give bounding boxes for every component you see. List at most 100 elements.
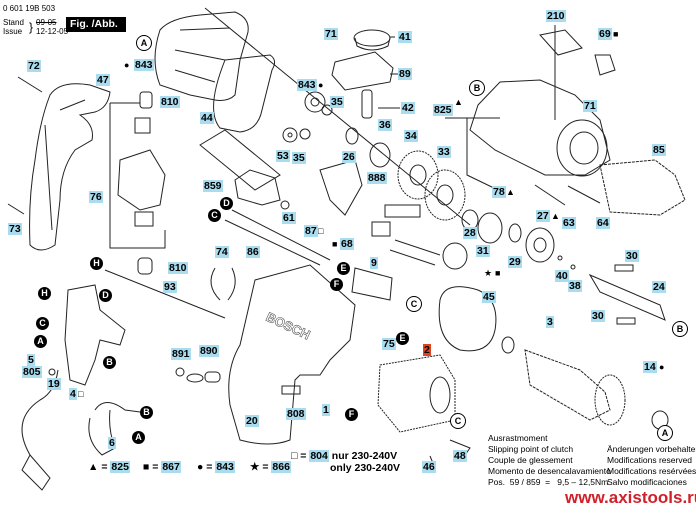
part-label: 19: [47, 378, 61, 390]
star-marker: ★: [484, 268, 493, 278]
part-label: 26: [342, 151, 356, 163]
part-label: 28: [463, 227, 477, 239]
part-label: 40: [555, 270, 569, 282]
part-label: 75: [382, 338, 396, 350]
part-label: 6: [108, 437, 116, 449]
gear-33-part: [424, 169, 466, 221]
legend-star: ★ = 866: [250, 461, 291, 473]
callout-c: C: [406, 296, 422, 312]
gear-housing-front-part: [469, 79, 611, 176]
part-label: 31: [476, 245, 490, 257]
part-label: 73: [8, 223, 22, 235]
motor-housing-part: [228, 264, 356, 445]
callout-c: C: [208, 209, 221, 222]
part-label: 47: [96, 74, 110, 86]
callout-a: A: [132, 431, 145, 444]
part-label: 27: [536, 210, 550, 222]
dot-marker: ●: [659, 362, 665, 372]
callout-d: D: [99, 289, 112, 302]
part-label: 68: [340, 238, 354, 250]
stand-label: Stand: [3, 18, 24, 27]
legend-triangle: ▲ = 825: [88, 461, 130, 473]
dot-marker: ●: [124, 60, 130, 70]
part-label: 34: [404, 130, 418, 142]
callout-f: F: [345, 408, 358, 421]
part-label: 76: [89, 191, 103, 203]
figure-title: Fig. /Abb. 1: [66, 17, 126, 45]
callout-a: A: [657, 425, 673, 441]
part-label: 89: [398, 68, 412, 80]
part-label: 35: [292, 152, 306, 164]
part-label: 29: [508, 256, 522, 268]
part-label: 5: [27, 354, 35, 366]
part-label: 72: [27, 60, 41, 72]
old-date: 09-05: [36, 18, 57, 27]
open-square-marker: □: [318, 226, 324, 236]
part-number: 0 601 19B 503: [3, 4, 56, 13]
part-label: 33: [437, 146, 451, 158]
callout-e: E: [396, 332, 409, 345]
part-label: 4: [69, 388, 77, 400]
svg-text:BOSCH: BOSCH: [264, 309, 313, 342]
modifications-note: Änderungen vorbehalten Modifications res…: [607, 444, 696, 487]
part-label: 3: [546, 316, 554, 328]
brace: }: [29, 20, 34, 34]
part-label: 825: [433, 104, 453, 116]
callout-b: B: [140, 406, 153, 419]
part-label: 41: [398, 31, 412, 43]
part-label: 87: [304, 225, 318, 237]
part-label: 20: [245, 415, 259, 427]
callout-c: C: [36, 317, 49, 330]
part-label: 38: [568, 280, 582, 292]
gear-housing-part: [154, 11, 249, 101]
part-label: 808: [286, 408, 306, 420]
part-label: 86: [246, 246, 260, 258]
gear-34-part: [397, 150, 439, 200]
open-square-icon: □: [291, 450, 298, 462]
dot-marker: ●: [318, 80, 324, 90]
callout-b: B: [672, 321, 688, 337]
legend-square: ■ = 867: [143, 461, 181, 473]
switch-part: [64, 284, 126, 386]
star-icon: ★: [250, 461, 260, 473]
callout-e: E: [337, 262, 350, 275]
part-label: 890: [199, 345, 219, 357]
part-label-highlighted: 2: [423, 344, 431, 356]
stator-part: [377, 354, 456, 433]
square-marker: ■: [495, 268, 501, 278]
part-label: 69: [598, 28, 612, 40]
handle-part: [29, 83, 111, 251]
part-label: 42: [401, 102, 415, 114]
part-label: 63: [562, 217, 576, 229]
callout-h: H: [38, 287, 51, 300]
watermark-url: www.axistools.ru: [565, 488, 696, 507]
part-label: 843: [297, 79, 317, 91]
part-label: 888: [367, 172, 387, 184]
legend-dot: ● = 843: [197, 461, 235, 473]
issue-date: 12-12-05: [36, 27, 69, 36]
part-label: 53: [276, 150, 290, 162]
callout-d: D: [220, 197, 233, 210]
part-label: 45: [482, 291, 496, 303]
chuck-part: [599, 159, 686, 216]
square-icon: ■: [143, 461, 150, 473]
triangle-marker: ▲: [454, 97, 463, 107]
part-label: 46: [422, 461, 436, 473]
part-label: 810: [160, 96, 180, 108]
callout-f: F: [330, 278, 343, 291]
part-label: 61: [282, 212, 296, 224]
part-label: 843: [134, 59, 154, 71]
switch-cover-part: [331, 51, 394, 91]
legend-open-square: □ = 804 nur 230-240V: [291, 450, 398, 462]
part-label: 891: [171, 348, 191, 360]
issue-label: Issue: [3, 27, 23, 36]
triangle-marker: ▲: [551, 211, 560, 221]
clutch-note: Ausrastmoment Slipping point of clutch C…: [488, 433, 611, 487]
open-square-marker: □: [78, 389, 84, 399]
part-label: 210: [546, 10, 566, 22]
part-label: 44: [200, 112, 214, 124]
callout-b: B: [469, 80, 485, 96]
part-label: 48: [453, 450, 467, 462]
